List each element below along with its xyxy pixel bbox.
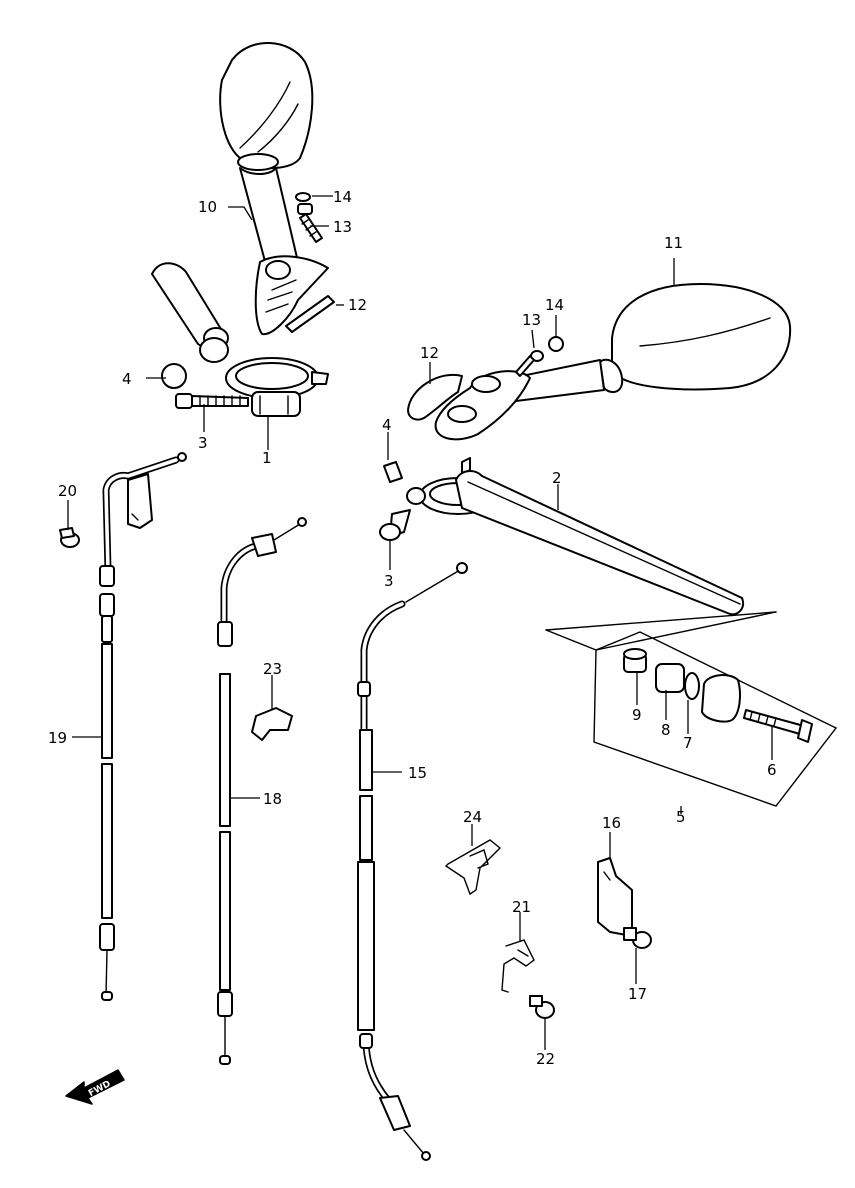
- right-handlebar-tube: [455, 470, 744, 616]
- bar-end-weight: [701, 674, 741, 723]
- callout-21: 21: [512, 898, 531, 916]
- right-clamp-bolt-3: [379, 509, 411, 541]
- clutch-cable-15: [357, 562, 468, 1161]
- callout-12: 12: [348, 296, 367, 314]
- cable-clamp-23: [251, 707, 293, 741]
- callout-3: 3: [198, 434, 208, 452]
- cable-guide-24: [444, 839, 502, 896]
- left-cap-4: [161, 363, 187, 389]
- left-handlebar-clamp: [151, 262, 329, 417]
- left-mirror-head: [219, 42, 314, 170]
- left-clamp-bolt-3: [175, 393, 249, 409]
- callout-4: 4: [122, 370, 132, 388]
- left-cap-14: [295, 192, 311, 202]
- cable-guide-21: [501, 939, 535, 993]
- left-mirror: [219, 42, 329, 336]
- callout-11: 11: [664, 234, 683, 252]
- leader-lines: [67, 195, 773, 1050]
- callout-9: 9: [632, 706, 642, 724]
- right-cap-14: [548, 336, 564, 352]
- bolt-17: [623, 927, 652, 949]
- throttle-cable-18: [217, 517, 307, 1065]
- bar-end-collar-8: [655, 663, 685, 693]
- bar-end-bolt-6: [743, 709, 813, 743]
- left-mirror-stem: [239, 167, 299, 281]
- callout-18: 18: [263, 790, 282, 808]
- callout-17: 17: [628, 985, 647, 1003]
- callout-8: 8: [661, 721, 671, 739]
- callout-16: 16: [602, 814, 621, 832]
- screw-20: [59, 527, 80, 548]
- callout-15: 15: [408, 764, 427, 782]
- throttle-cable-19: [99, 452, 187, 1001]
- callout-13: 13: [333, 218, 352, 236]
- right-mirror: [434, 283, 792, 441]
- fwd-badge: FWD: [65, 1069, 125, 1105]
- bracket-16: [597, 857, 633, 937]
- callout-5: 5: [676, 808, 686, 826]
- left-mirror-bolt-13: [297, 203, 323, 243]
- bolt-22: [529, 995, 555, 1019]
- callout-7: 7: [683, 734, 693, 752]
- callout-22: 22: [536, 1050, 555, 1068]
- callout-24: 24: [463, 808, 482, 826]
- right-mirror-bolt-13: [515, 350, 544, 377]
- bar-end-washer-7: [684, 672, 700, 700]
- callout-23: 23: [263, 660, 282, 678]
- callout-1: 1: [262, 449, 272, 467]
- right-handlebar: [383, 457, 744, 616]
- bar-end-nut-9: [623, 648, 647, 673]
- callout-3: 3: [384, 572, 394, 590]
- callout-19: 19: [48, 729, 67, 747]
- callout-14: 14: [545, 296, 564, 314]
- callout-6: 6: [767, 761, 777, 779]
- callout-10: 10: [198, 198, 217, 216]
- callout-20: 20: [58, 482, 77, 500]
- callout-2: 2: [552, 469, 562, 487]
- callout-12: 12: [420, 344, 439, 362]
- fwd-arrow-icon: [65, 1069, 125, 1105]
- right-mirror-plate-12: [407, 373, 463, 421]
- callout-14: 14: [333, 188, 352, 206]
- bar-end-assembly: [545, 611, 838, 807]
- bar-end-box: [545, 611, 838, 807]
- callout-13: 13: [522, 311, 541, 329]
- callout-4: 4: [382, 416, 392, 434]
- left-mirror-plate-12: [285, 295, 335, 333]
